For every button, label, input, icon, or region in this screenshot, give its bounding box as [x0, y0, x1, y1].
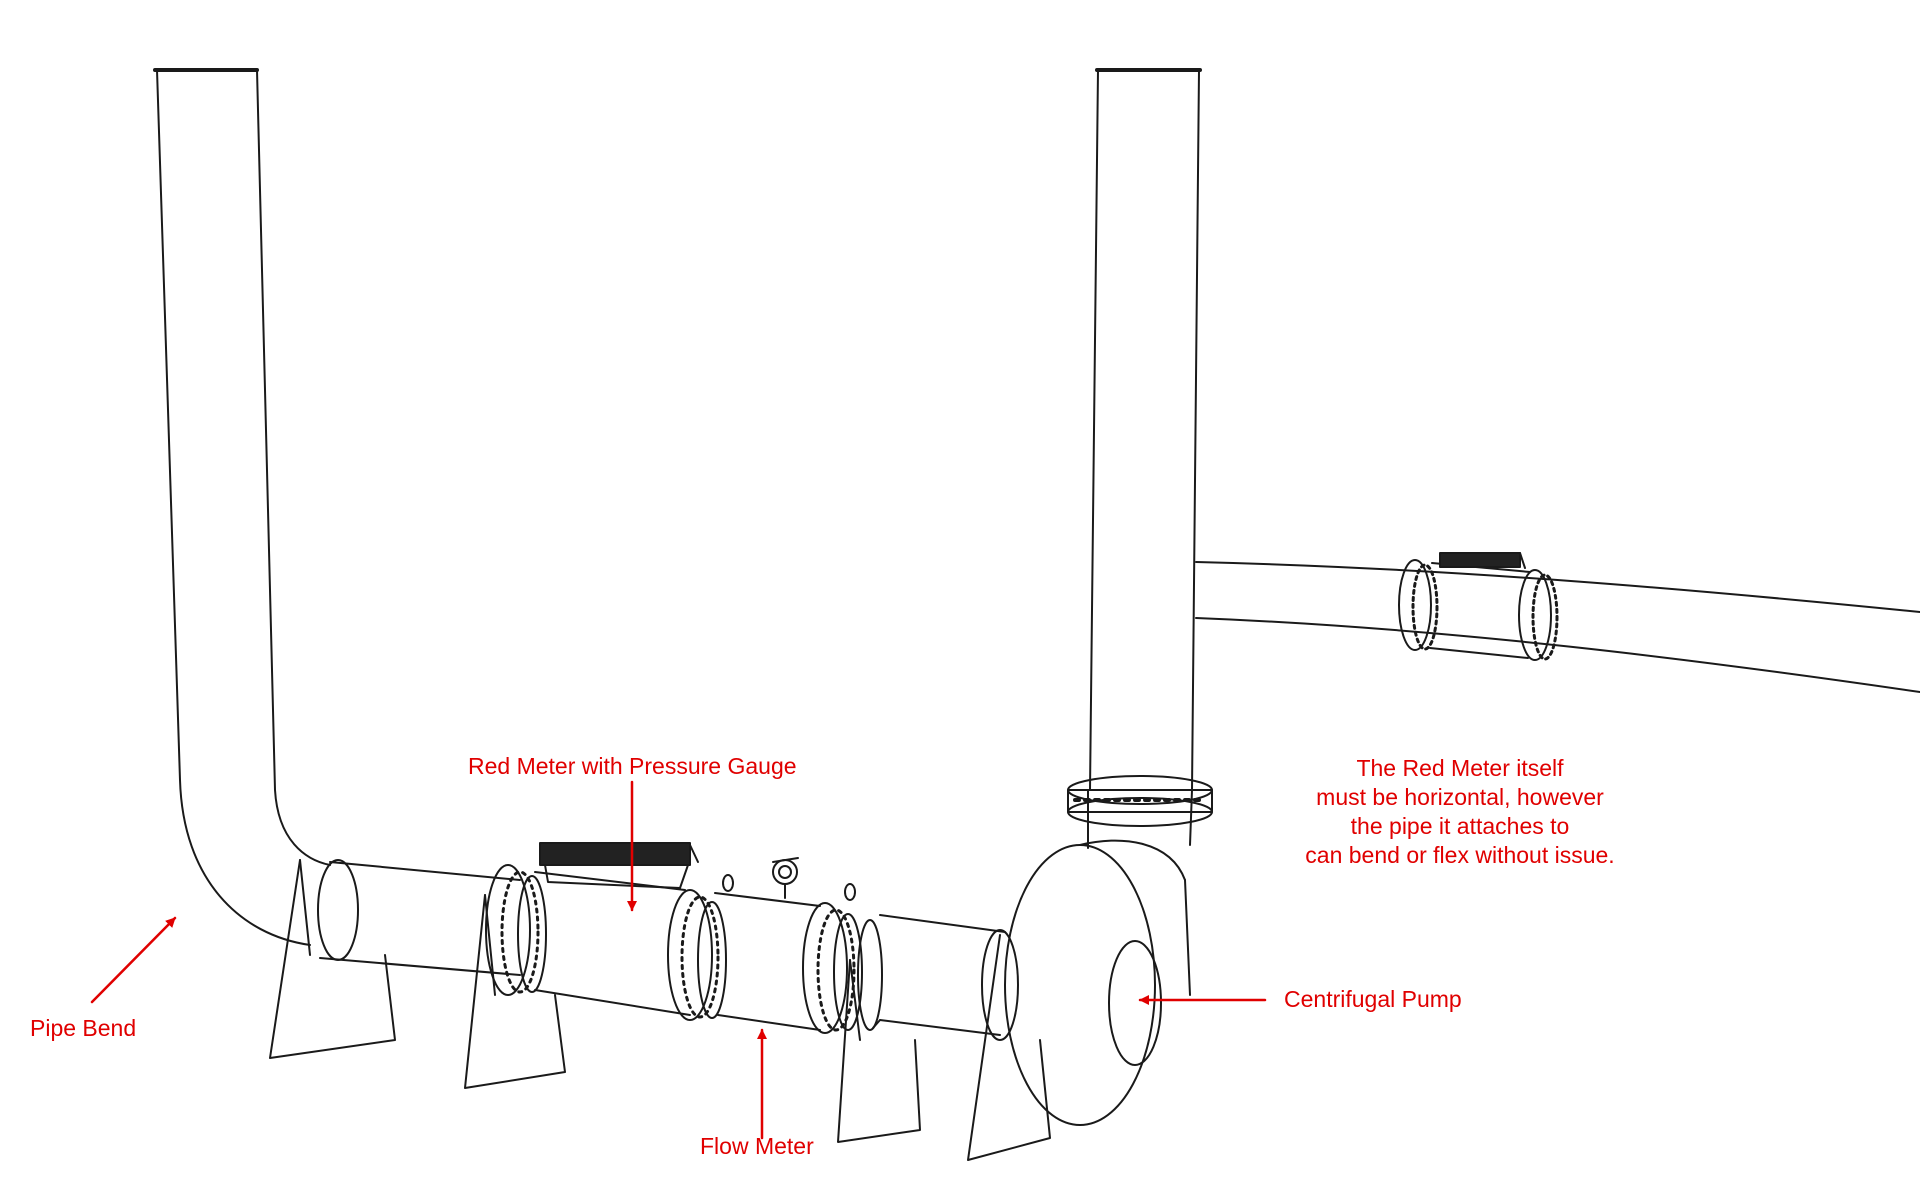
red-meter-upper	[1398, 552, 1559, 661]
note-line-2: must be horizontal, however	[1316, 784, 1604, 810]
centrifugal-pump	[1004, 839, 1191, 1126]
pump-outlet-flange	[1067, 775, 1213, 827]
pipe-bend-label: Pipe Bend	[30, 1015, 137, 1041]
flow-meter	[714, 874, 883, 1034]
red-meter-note: The Red Meter itself must be horizontal,…	[1280, 754, 1640, 870]
branch-pipe	[1195, 561, 1920, 693]
pressure-gauge	[772, 857, 799, 899]
note-line-4: can bend or flex without issue.	[1305, 842, 1615, 868]
centrifugal-pump-label: Centrifugal Pump	[1284, 986, 1462, 1012]
arrow-to-pipe-bend	[90, 916, 177, 1004]
left-vertical-pipe	[153, 68, 331, 946]
pipe-support	[837, 959, 921, 1143]
note-line-1: The Red Meter itself	[1356, 755, 1564, 781]
flow-meter-label: Flow Meter	[700, 1133, 814, 1159]
red-meter-with-pressure-gauge-label: Red Meter with Pressure Gauge	[468, 753, 797, 779]
annotation-arrows	[90, 780, 1267, 1140]
main-pipe-right	[872, 914, 1019, 1041]
pipe-support	[269, 859, 396, 1059]
pipe-support	[967, 934, 1051, 1161]
red-meter-lower	[485, 842, 727, 1021]
note-line-3: the pipe it attaches to	[1350, 813, 1570, 839]
right-vertical-pipe	[1087, 68, 1202, 849]
main-pipe-left	[317, 859, 521, 976]
